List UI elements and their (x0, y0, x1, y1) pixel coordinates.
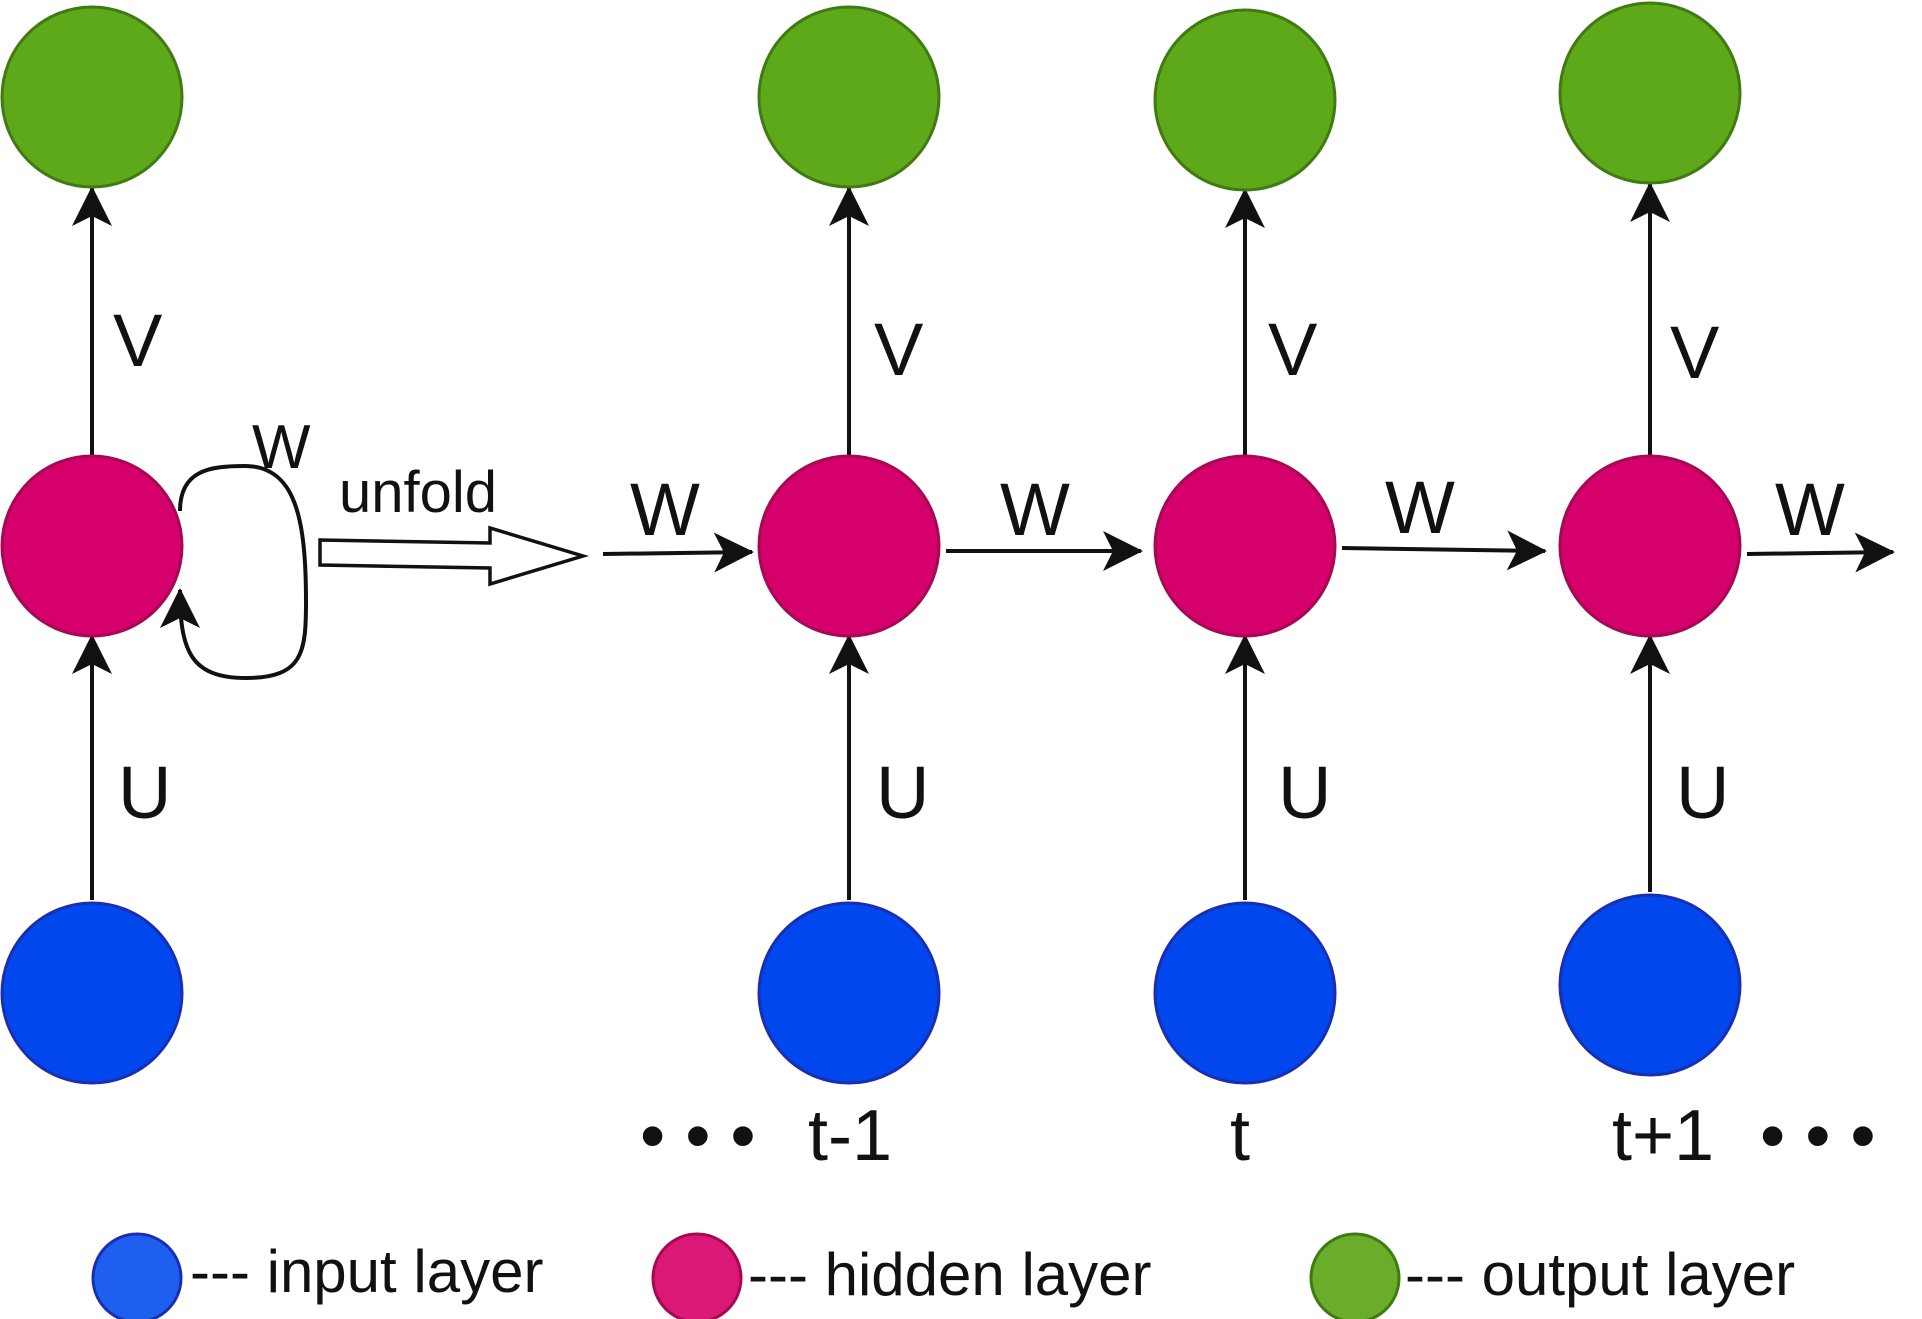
legend-hidden-label: --- hidden layer (748, 1241, 1152, 1308)
time-label: t-1 (808, 1096, 892, 1176)
w-edge-in (602, 532, 754, 573)
hidden-node (1153, 454, 1337, 638)
w-label: W (1000, 468, 1070, 551)
w-edge (1341, 530, 1547, 571)
leading-ellipsis: • • • (640, 1096, 756, 1176)
legend-hidden-swatch (651, 1232, 743, 1319)
legend-input-label: --- input layer (190, 1238, 543, 1305)
unfold-label: unfold (339, 460, 497, 525)
folded-v-label: V (113, 299, 163, 382)
trailing-ellipsis: • • • (1760, 1096, 1876, 1176)
input-node (1558, 893, 1742, 1077)
recurrent-loop-label: W (252, 413, 311, 482)
legend-input-swatch (91, 1232, 183, 1319)
u-label: U (876, 751, 929, 834)
hidden-node (1558, 454, 1742, 638)
legend-output-label: --- output layer (1405, 1241, 1795, 1308)
folded-input-node (0, 901, 184, 1085)
output-node (1153, 8, 1337, 192)
unfold-arrow-icon (318, 525, 590, 587)
u-label: U (1676, 751, 1729, 834)
unrolled-step: V U t-1 (757, 5, 941, 1176)
folded-network: V U W unfold (0, 5, 590, 1085)
recurrent-loop-edge (160, 463, 309, 681)
output-node (1558, 1, 1742, 185)
w-edge-out (1746, 532, 1895, 573)
v-label: V (1670, 311, 1720, 394)
folded-hidden-node (0, 454, 184, 638)
unrolled-step: V U t+1 (1558, 1, 1742, 1176)
legend-output-swatch (1309, 1232, 1401, 1319)
folded-u-label: U (118, 751, 171, 834)
unrolled-step: V U t (1153, 8, 1337, 1176)
folded-output-node (0, 5, 184, 189)
output-node (757, 5, 941, 189)
w-label: W (630, 468, 700, 551)
time-label: t (1230, 1096, 1250, 1176)
unrolled-network: V U t-1 V U t V U t+1 (602, 1, 1895, 1176)
u-label: U (1278, 751, 1331, 834)
hidden-node (757, 454, 941, 638)
input-node (757, 901, 941, 1085)
w-label: W (1775, 468, 1845, 551)
w-label: W (1385, 466, 1455, 549)
time-label: t+1 (1612, 1096, 1714, 1176)
v-label: V (874, 308, 924, 391)
v-label: V (1268, 308, 1318, 391)
input-node (1153, 901, 1337, 1085)
legend: --- input layer --- hidden layer --- out… (91, 1232, 1795, 1319)
